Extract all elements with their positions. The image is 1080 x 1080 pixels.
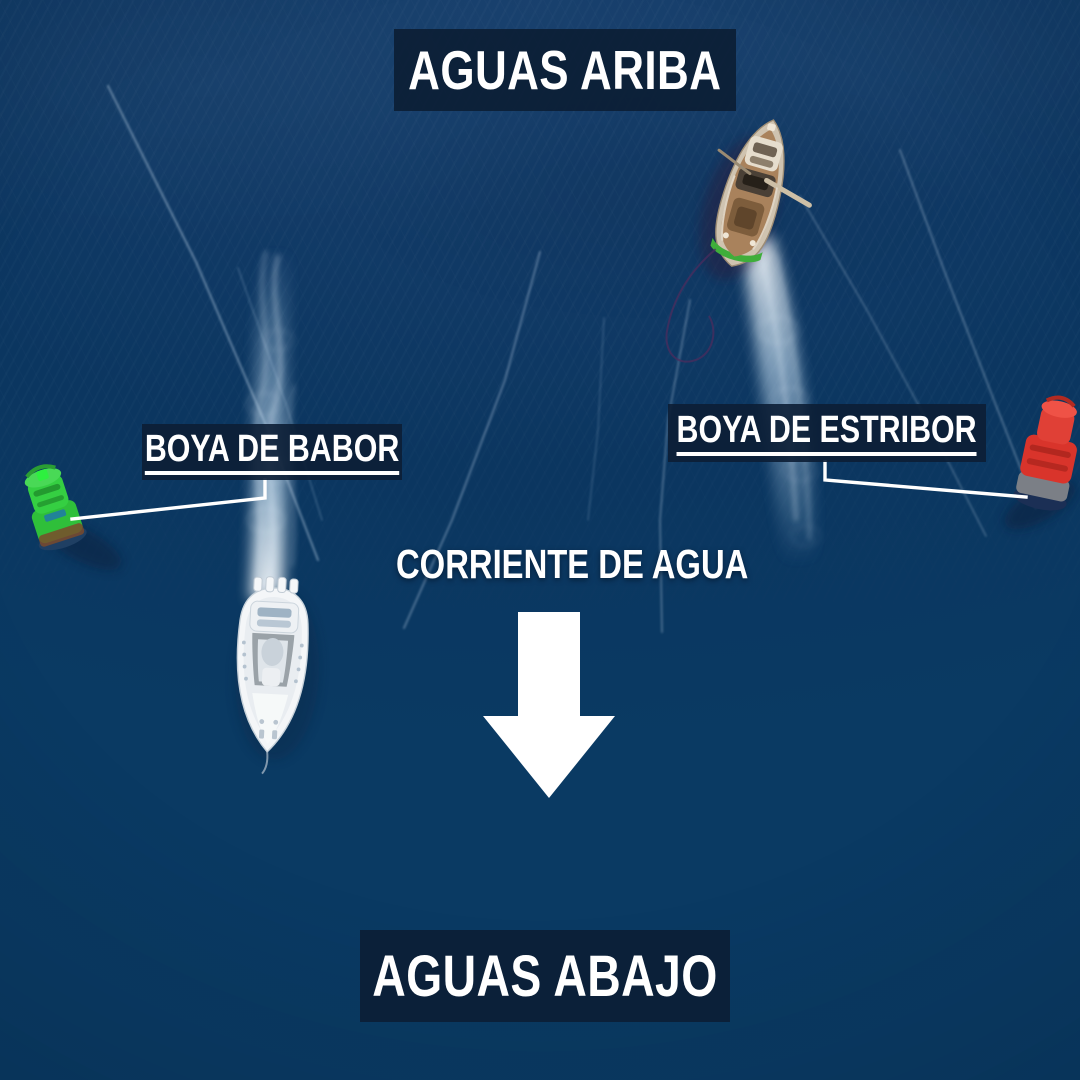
leader-lines	[70, 460, 1028, 521]
leader-line-babor	[70, 478, 267, 521]
surface-streaks	[106, 84, 1037, 633]
label-current-text: CORRIENTE DE AGUA	[396, 541, 749, 587]
buoy-red-icon	[1004, 395, 1077, 530]
yacht-white-icon	[235, 576, 320, 775]
label-downstream: AGUAS ABAJO	[360, 930, 730, 1022]
callout-buoy-port-text: BOYA DE BABOR	[144, 430, 400, 475]
callout-buoy-port: BOYA DE BABOR	[142, 424, 402, 480]
label-upstream: AGUAS ARIBA	[394, 29, 736, 111]
fishing-boat-icon	[665, 119, 812, 363]
label-downstream-text: AGUAS ABAJO	[372, 943, 718, 1009]
wake-tan-boat	[742, 236, 822, 566]
callout-buoy-starboard: BOYA DE ESTRIBOR	[668, 404, 986, 462]
buoy-green-icon	[24, 464, 122, 571]
arrow-down-icon	[483, 612, 615, 798]
label-current: CORRIENTE DE AGUA	[360, 541, 749, 588]
leader-line-estribor	[823, 460, 1028, 499]
label-upstream-text: AGUAS ARIBA	[408, 39, 722, 101]
callout-buoy-starboard-text: BOYA DE ESTRIBOR	[676, 411, 978, 456]
